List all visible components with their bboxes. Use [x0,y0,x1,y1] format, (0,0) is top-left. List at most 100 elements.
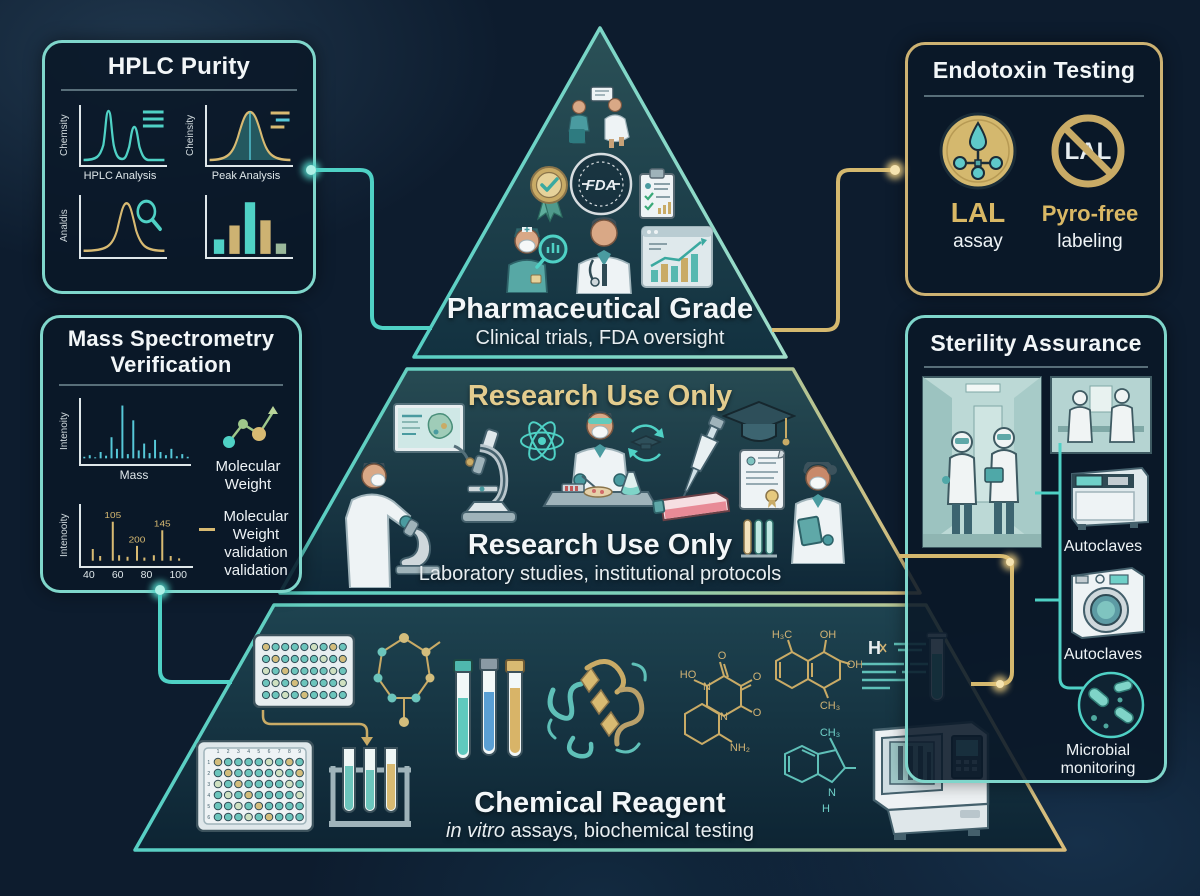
rack-tubes [342,747,398,813]
sterility-divider [924,366,1148,368]
tier3-subtitle-italic: in vitro [446,820,505,842]
axis-tick: 60 [111,569,124,581]
lal-label: LAL [950,197,1006,228]
hplc-chart3 [79,195,167,259]
scientist-clipboard-right-icon [790,462,846,564]
axis-tick: 100 [169,569,187,581]
ms-top-chart [79,398,191,466]
recycle-gradcap-icon [628,424,664,462]
endotoxin-panel: Endotoxin Testing LAL LAL assay Pyro-fre… [905,42,1163,296]
mass-spec-title-line1: Mass Spectrometry [67,326,275,351]
chart-bars [651,254,698,282]
tier2-header: Research Use Only [467,380,733,412]
autoclave-washer-icon [1071,566,1145,640]
molecular-weight-icon [223,406,278,448]
hplc-panel-title: HPLC Purity [107,53,251,80]
graduation-cap-icon [722,400,796,446]
scientist-microscope-left-icon [344,462,441,588]
validation-dash [199,528,215,531]
svg-text:N: N [703,681,711,693]
hplc-chromatogram [83,109,165,162]
tier2-title: Research Use Only [467,529,733,561]
chem-structure-quinone-icon: HO O O N N O NH₂ [680,650,762,754]
svg-text:4: 4 [247,749,250,755]
scientist-bench-icon [542,411,658,507]
svg-text:O: O [718,650,727,662]
capped-tube-blue [479,658,499,756]
chem1-rings [684,661,753,746]
mass-spec-title-line2: Verification [110,352,232,377]
microbial-label-line2: monitoring [1060,760,1136,777]
test-tubes-small-icon [741,519,777,558]
svg-text:O: O [753,707,762,719]
svg-text:CH₃: CH₃ [820,728,840,739]
mass-spec-divider [59,384,283,386]
validation-label-line1: Molecular [223,508,289,525]
chem-structure-indole-icon: CH₃ N H [784,728,856,815]
pyro-free-icon: LAL [1051,114,1125,188]
cleanroom-photo-small [1050,376,1152,454]
autoclaves-label-1: Autoclaves [1063,538,1143,555]
microscope-icon [461,428,517,523]
hplc-chart2 [205,105,293,167]
svg-text:OH: OH [847,659,862,671]
microplate-top-icon [253,634,355,708]
doctor-icon [576,217,632,294]
tier3-subtitle-rest: assays, biochemical testing [504,820,754,842]
hplc-divider [61,89,297,91]
assay-label: assay [953,231,1003,252]
svg-text:2: 2 [227,749,230,755]
axis-tick: 40 [83,569,95,581]
gaussian-peak-chart [209,110,291,162]
molecular-weight-label-line2: Weight [224,476,272,493]
svg-text:4: 4 [207,793,210,799]
svg-text:5: 5 [257,749,260,755]
tier3-title: Chemical Reagent [474,787,726,819]
tier2-subtitle: Laboratory studies, institutional protoc… [418,563,782,585]
hplc-chart3-ylabel: Analdis [59,209,70,243]
mass-spec-panel: Mass Spectrometry Verification Intenoity… [40,315,302,593]
validation-label-line2: Weight [232,526,280,543]
svg-text:HO: HO [680,669,697,681]
award-badge-icon [530,166,568,223]
svg-text:7: 7 [278,749,281,755]
svg-text:O: O [753,671,762,683]
chem2-labels: H₃C OH OH CH₃ [772,629,862,712]
svg-text:OH: OH [820,629,837,641]
svg-text:N: N [828,787,836,799]
sample-tubes [565,486,578,491]
notes-h-label: H [868,638,881,658]
hplc-chart4 [205,195,293,259]
svg-text:6: 6 [207,815,210,821]
hplc-chart2-ylabel: Cheinsity [185,114,196,156]
sterility-bracket-line [1035,443,1084,690]
checklist-clipboard-icon [639,168,675,219]
magnifier-icon [136,199,162,232]
certificate-icon [738,449,786,510]
ms-top-ylabel: Intenoity [59,412,70,450]
validation-label-line4: validation [224,562,288,579]
autoclave-machine-icon [1071,466,1149,530]
menu-lines-icon [142,110,164,128]
mini-bars [658,202,671,214]
dash-lines-icon [270,111,290,129]
culture-flask-icon [652,491,731,522]
svg-text:N: N [720,711,728,723]
small-microscope [395,518,441,575]
bacteria-shapes [1088,680,1134,729]
svg-text:200: 200 [129,535,146,544]
cleanroom-person-1 [942,431,978,534]
endotoxin-title: Endotoxin Testing [932,57,1136,83]
capped-tube-gold [505,659,525,758]
consultation-icon [568,86,630,148]
fda-seal-icon: FDA [569,152,633,216]
svg-text:145: 145 [154,520,171,529]
labeling-label: labeling [1057,231,1123,252]
tier1-title: Pharmaceutical Grade [446,293,754,325]
mass-spectrum-teal [83,405,189,459]
tier1-subtitle: Clinical trials, FDA oversight [475,327,725,349]
hplc-chart1 [79,105,167,167]
